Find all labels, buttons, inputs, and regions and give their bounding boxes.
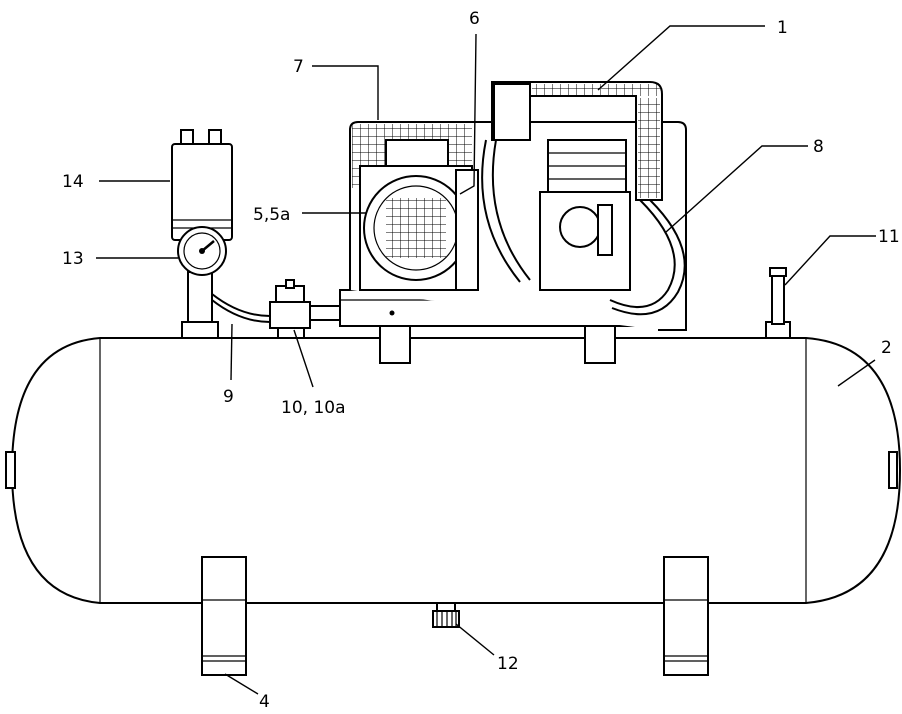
leader-lines [96,25,876,695]
callout-13: 13 [62,249,84,269]
callout-1: 1 [777,18,788,38]
tank-feet [201,556,709,676]
callout-8: 8 [813,137,824,157]
right-tank-coupling [888,451,898,489]
callout-10: 10, 10a [281,398,346,418]
callout-12: 12 [497,654,519,674]
air-tank [5,337,902,604]
callout-4: 4 [259,692,270,709]
callout-labels: 1 2 4 5,5a 6 7 8 9 10, 10a 11 12 13 14 [62,9,900,712]
callout-2: 2 [881,338,892,358]
drain-valve [432,602,460,628]
callout-11: 11 [878,227,900,247]
non-return-valve [269,279,341,339]
callout-14: 14 [62,172,84,192]
callout-9: 9 [223,387,234,407]
left-tank-coupling [5,451,16,489]
compressor-pump [481,81,686,316]
callout-5: 5,5a [253,205,290,225]
electric-motor [359,139,479,291]
callout-6: 6 [469,9,480,29]
pressure-pipe [211,293,276,323]
callout-7: 7 [293,57,304,77]
pressure-switch [171,129,233,241]
safety-valve [765,267,791,339]
pressure-gauge [177,226,227,339]
